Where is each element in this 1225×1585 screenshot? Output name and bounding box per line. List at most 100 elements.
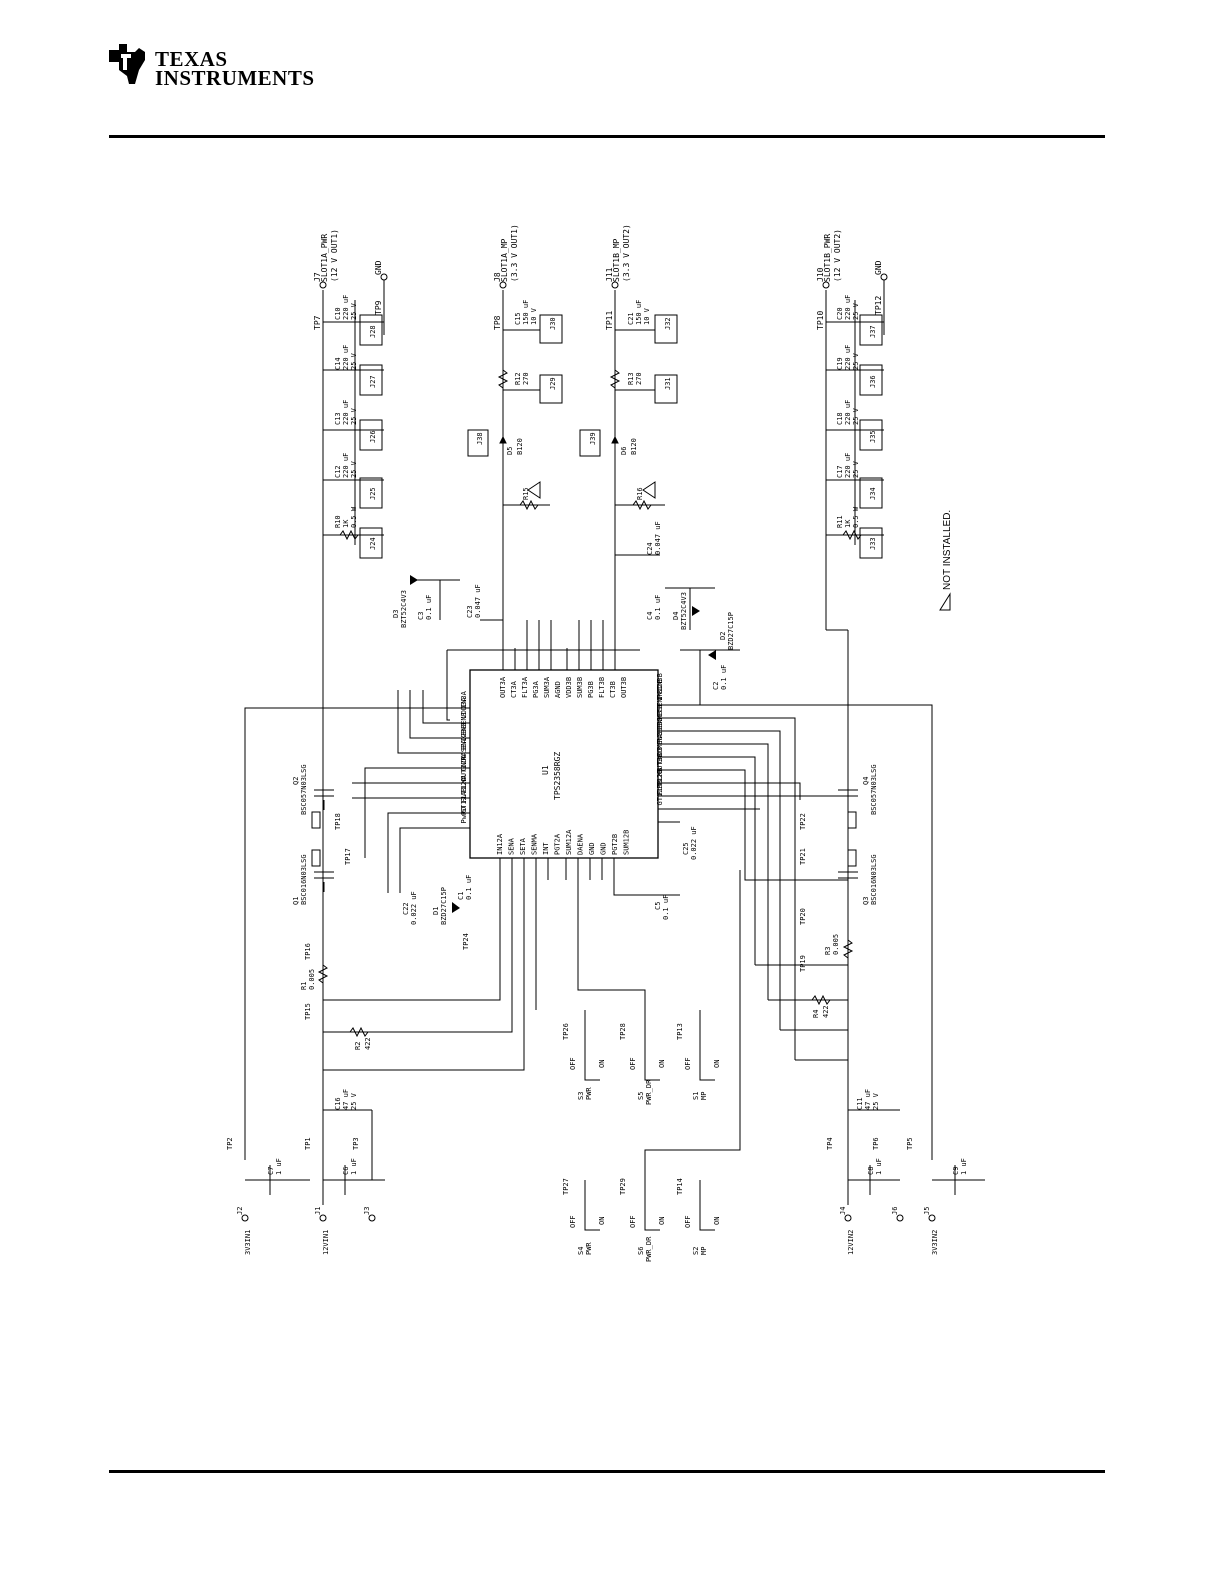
out-j7-label: SLOT1A_PWR: [320, 234, 329, 282]
res-r13: R13: [627, 372, 635, 385]
cap-c13-v2: 25 V: [350, 407, 358, 425]
cap-c7-v: 1 uF: [275, 1158, 283, 1175]
fet-q2: [314, 789, 334, 810]
ic-pin-right: RASEB: [656, 721, 664, 742]
ic-pin-left: EN12B: [460, 729, 468, 750]
company-line1: TEXAS: [155, 47, 228, 71]
tp22-label: TP22: [799, 813, 807, 830]
company-name: TEXAS INSTRUMENTS: [155, 47, 315, 89]
cap-c19-v2: 25 V: [852, 352, 860, 370]
cap-c14-v2: 25 V: [350, 352, 358, 370]
fet-q4: [838, 789, 858, 797]
zener-d3: D3: [392, 610, 400, 618]
ic-pin-bottom: DAENA: [577, 833, 585, 855]
tp4-label: TP4: [826, 1137, 834, 1150]
cap-c1-v: 0.1 uF: [465, 875, 473, 900]
jp-j34: J34: [869, 487, 877, 500]
res-r4-v: 422: [822, 1005, 830, 1018]
fet-q2-part: BSC057N03LSG: [300, 764, 308, 815]
fet-q3-part: BSC016N03LSG: [870, 854, 878, 905]
res-r3-v: 0.005: [832, 934, 840, 955]
cap-c4-v: 0.1 uF: [654, 595, 662, 620]
tp8-label: TP8: [493, 315, 502, 330]
ic-pin-right: GT12B: [656, 784, 664, 805]
out-j11-label: SLOT1B_MP: [612, 238, 621, 282]
jp-j38: J38: [476, 432, 484, 445]
cap-c24: C24: [646, 542, 654, 555]
tp3-label: TP3: [352, 1137, 360, 1150]
ti-logo: TEXAS INSTRUMENTS: [105, 40, 314, 95]
switch-s2-off: OFF: [684, 1215, 692, 1228]
res-r10-v1: 1K: [342, 519, 350, 528]
jp-j36: J36: [869, 375, 877, 388]
switch-s2-on: ON: [713, 1217, 721, 1225]
jp-j29: J29: [549, 377, 557, 390]
ic-pin-right: SENPB: [656, 690, 664, 711]
cap-c21-v2: 10 V: [643, 307, 651, 325]
res-r4: R4: [812, 1010, 820, 1018]
tp24-label: TP24: [462, 933, 470, 950]
fet-q3: [838, 871, 858, 879]
ic-pin-top: PG3B: [587, 681, 595, 698]
res-r11-v2: 0.5 W: [852, 506, 860, 528]
cap-c3-v: 0.1 uF: [425, 595, 433, 620]
out-j8-sub: (3.3 V OUT1): [510, 224, 519, 282]
fet-q4-part: BSC057N03LSG: [870, 764, 878, 815]
cap-c20: C20: [836, 307, 844, 320]
tp11-label: TP11: [605, 311, 614, 330]
tp5-label: TP5: [906, 1137, 914, 1150]
diode-d5: D5: [506, 447, 514, 455]
cap-c2-v: 0.1 uF: [720, 665, 728, 690]
ic-pin-top: VDD3B: [565, 677, 573, 698]
diode-d5-v: B120: [516, 438, 524, 455]
ic-pin-left: GNDA: [460, 753, 468, 771]
cap-c25-v: 0.022 uF: [690, 826, 698, 860]
cap-c14: C14: [334, 357, 342, 370]
jp-j24: J24: [369, 537, 377, 550]
ic-pin-bottom: SENMA: [531, 833, 539, 855]
ic-pin-right: IN12B: [656, 679, 664, 700]
ic-pin-bottom: PGT2A: [554, 833, 562, 855]
jp-j35: J35: [869, 430, 877, 443]
gnd-j12-label: GND: [874, 260, 883, 275]
cap-c16-v1: 47 uF: [342, 1089, 350, 1110]
ic-pin-left: FLT12A: [460, 776, 468, 802]
gnd-j9-label: GND: [374, 260, 383, 275]
cap-c5: C5: [654, 902, 662, 910]
cap-c15-v1: 150 uF: [522, 300, 530, 325]
ic-pin-left: IN3A: [460, 690, 468, 708]
zener-d1: D1: [432, 907, 440, 915]
ic-pin-bottom: GND: [600, 842, 608, 855]
cap-c10: C10: [334, 307, 342, 320]
cap-c9-v: 1 uF: [960, 1158, 968, 1175]
ic-left-pins: [447, 707, 470, 829]
ic-pin-right: OUT3B: [656, 753, 664, 774]
cap-c5-v: 0.1 uF: [662, 895, 670, 920]
jp-j37: J37: [869, 325, 877, 338]
ic-pin-labels: IN3AVDD3ABEN3XEN3EN12BRASEAGNDAOUT12ABLK…: [460, 673, 664, 855]
tp6-label: TP6: [872, 1137, 880, 1150]
cap-c10-v2: 25 V: [350, 302, 358, 320]
tp1-label: TP1: [304, 1137, 312, 1150]
switch-s6-on: ON: [658, 1217, 666, 1225]
switch-s5-on: ON: [658, 1060, 666, 1068]
jp-j39: J39: [589, 432, 597, 445]
res-r1: R1: [300, 982, 308, 990]
ic-ref: U1: [541, 765, 550, 775]
res-r2: R2: [354, 1042, 362, 1050]
cap-c22: C22: [402, 902, 410, 915]
fet-q1: [314, 871, 334, 892]
cap-c1: C1: [457, 892, 465, 900]
ic-pin-top: SUM3B: [576, 677, 584, 698]
ic-pin-bottom: GND: [588, 842, 596, 855]
jp-j31: J31: [664, 377, 672, 390]
in-j4-label: 12VIN2: [847, 1230, 855, 1255]
ic-pin-top: SUM3A: [543, 676, 551, 698]
zener-d1-part: BZD27C15P: [440, 887, 448, 925]
diode-d6: D6: [620, 447, 628, 455]
tp13-label: TP13: [676, 1023, 684, 1040]
ic-pin-top: OUT3B: [620, 677, 628, 698]
ic-pin-top: CT3B: [609, 681, 617, 698]
cap-c4: C4: [646, 612, 654, 620]
jp-j25: J25: [369, 487, 377, 500]
